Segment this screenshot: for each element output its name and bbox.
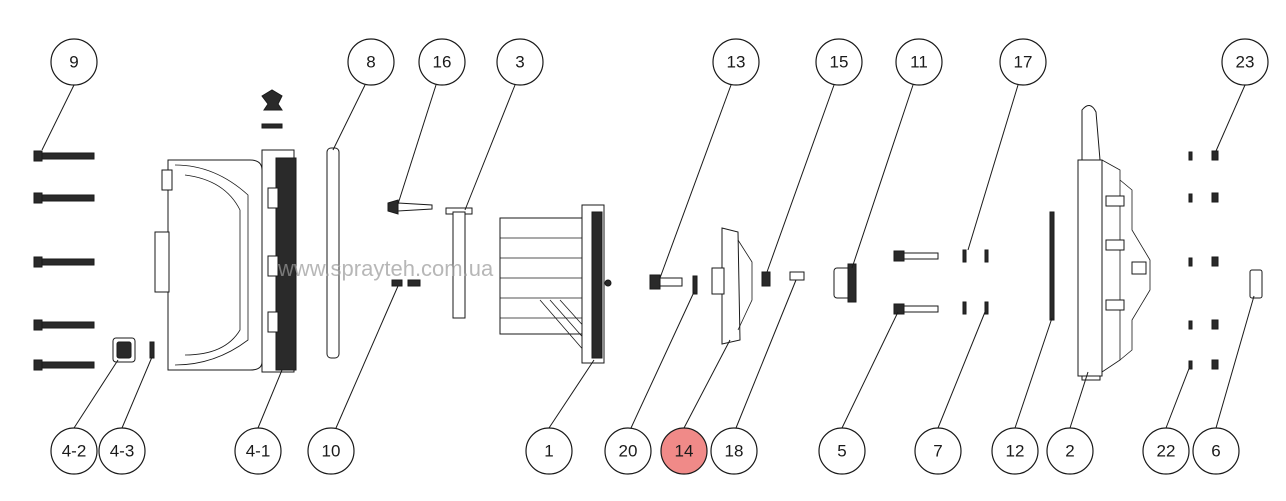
callout-7[interactable]: 7 xyxy=(914,427,962,475)
svg-text:20: 20 xyxy=(619,442,638,461)
callout-4-1[interactable]: 4-1 xyxy=(234,427,282,475)
callout-8[interactable]: 8 xyxy=(347,38,395,86)
svg-text:9: 9 xyxy=(69,53,78,72)
svg-text:5: 5 xyxy=(837,442,846,461)
svg-text:10: 10 xyxy=(322,442,341,461)
svg-text:17: 17 xyxy=(1014,53,1033,72)
part-13-bolt xyxy=(649,274,683,290)
callout-15[interactable]: 15 xyxy=(815,38,863,86)
callout-12[interactable]: 12 xyxy=(991,427,1039,475)
svg-text:11: 11 xyxy=(910,53,928,72)
part-20-ring xyxy=(692,275,698,295)
part-8-gasket xyxy=(326,147,340,359)
svg-text:13: 13 xyxy=(727,53,746,72)
parts-layer xyxy=(33,89,1263,381)
svg-text:6: 6 xyxy=(1211,442,1220,461)
part-14-impeller xyxy=(711,227,753,345)
callout-1[interactable]: 1 xyxy=(525,427,573,475)
part-5-bolts xyxy=(893,250,939,315)
part-6-plug xyxy=(1249,269,1263,299)
svg-text:4-1: 4-1 xyxy=(246,442,271,461)
callout-4-2[interactable]: 4-2 xyxy=(50,427,98,475)
part-9-bolts xyxy=(33,150,95,371)
part-3-bracket xyxy=(445,207,473,319)
svg-text:12: 12 xyxy=(1006,442,1025,461)
callout-3[interactable]: 3 xyxy=(496,38,544,86)
part-12-oring xyxy=(1049,211,1055,321)
callout-9[interactable]: 9 xyxy=(50,38,98,86)
leader-lines xyxy=(41,84,1255,429)
callout-5[interactable]: 5 xyxy=(818,427,866,475)
part-1-body xyxy=(499,204,612,364)
callout-23[interactable]: 23 xyxy=(1221,38,1269,86)
part-4-3-pin xyxy=(149,341,155,359)
callout-4-3[interactable]: 4-3 xyxy=(98,427,146,475)
callout-11[interactable]: 11 xyxy=(895,38,943,86)
part-22-23-fasteners xyxy=(1188,150,1219,370)
part-15-key xyxy=(761,271,771,287)
svg-text:1: 1 xyxy=(544,442,553,461)
part-4-1-housing xyxy=(154,89,297,373)
svg-text:8: 8 xyxy=(366,53,375,72)
svg-text:23: 23 xyxy=(1236,53,1255,72)
callout-16[interactable]: 16 xyxy=(418,38,466,86)
callouts: 9 8 16 3 13 15 11 17 23 4-2 4-3 4-1 10 1… xyxy=(50,38,1269,475)
callout-14[interactable]: 14 xyxy=(660,427,708,475)
part-10-screws xyxy=(391,279,421,287)
callout-18[interactable]: 18 xyxy=(710,427,758,475)
svg-text:4-2: 4-2 xyxy=(62,442,87,461)
svg-text:18: 18 xyxy=(725,442,744,461)
svg-text:16: 16 xyxy=(433,53,452,72)
part-2-cover xyxy=(1077,105,1151,381)
svg-text:22: 22 xyxy=(1157,442,1176,461)
svg-text:2: 2 xyxy=(1065,442,1074,461)
callout-22[interactable]: 22 xyxy=(1142,427,1190,475)
svg-text:3: 3 xyxy=(515,53,524,72)
callout-6[interactable]: 6 xyxy=(1192,427,1240,475)
svg-text:4-3: 4-3 xyxy=(110,442,135,461)
svg-text:7: 7 xyxy=(933,442,942,461)
part-16-screw xyxy=(387,199,433,215)
callout-13[interactable]: 13 xyxy=(712,38,760,86)
callout-2[interactable]: 2 xyxy=(1046,427,1094,475)
callout-17[interactable]: 17 xyxy=(999,38,1047,86)
svg-text:15: 15 xyxy=(830,53,849,72)
callout-20[interactable]: 20 xyxy=(604,427,652,475)
callout-10[interactable]: 10 xyxy=(307,427,355,475)
part-4-2-nut xyxy=(112,337,136,363)
part-11-seal xyxy=(833,263,857,303)
watermark-text: www.sprayteh.com.ua xyxy=(277,256,494,281)
part-18-washer xyxy=(789,271,805,281)
part-17-7-washers xyxy=(962,249,989,315)
svg-text:14: 14 xyxy=(675,442,694,461)
